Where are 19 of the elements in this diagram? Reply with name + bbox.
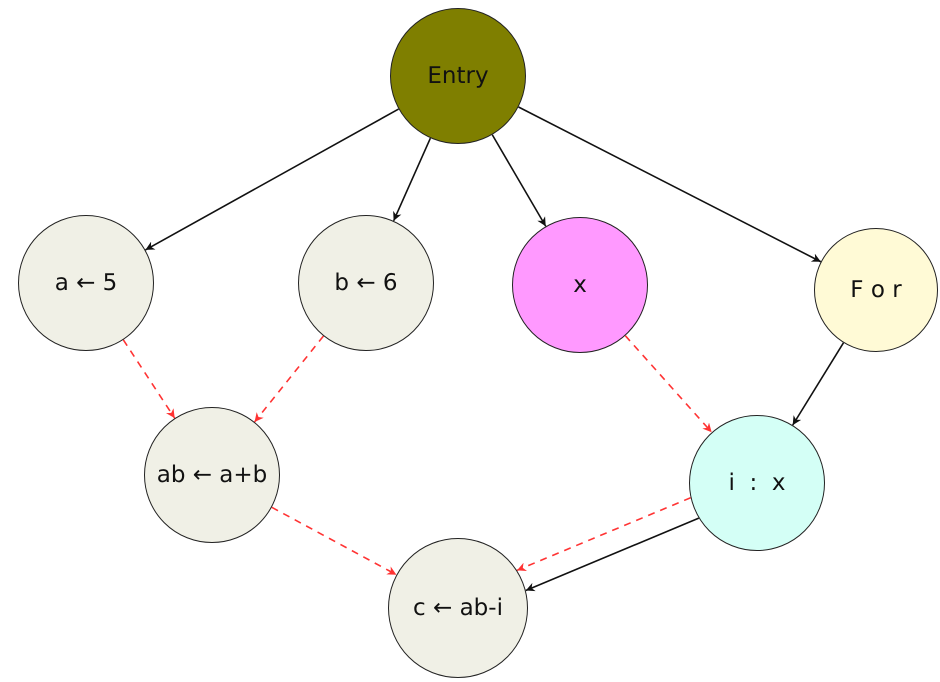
node-label: i : x [728, 470, 786, 496]
node-label: c ← ab-i [413, 595, 503, 621]
arrow [518, 106, 822, 262]
arrow [122, 339, 176, 419]
arrow [792, 342, 844, 426]
arrow [145, 108, 399, 251]
arrow [492, 134, 546, 227]
arrow [624, 335, 712, 433]
node-label: ab ← a+b [156, 462, 268, 488]
arrow [525, 517, 700, 592]
arrow [392, 138, 432, 222]
arrow [271, 506, 397, 576]
arrow [254, 336, 324, 422]
node-label: F o r [850, 277, 902, 303]
node-label: a ← 5 [54, 270, 118, 296]
arrow [516, 497, 691, 572]
node-label: Entry [427, 63, 489, 89]
node-label: x [573, 272, 587, 298]
node-label: b ← 6 [334, 270, 398, 296]
